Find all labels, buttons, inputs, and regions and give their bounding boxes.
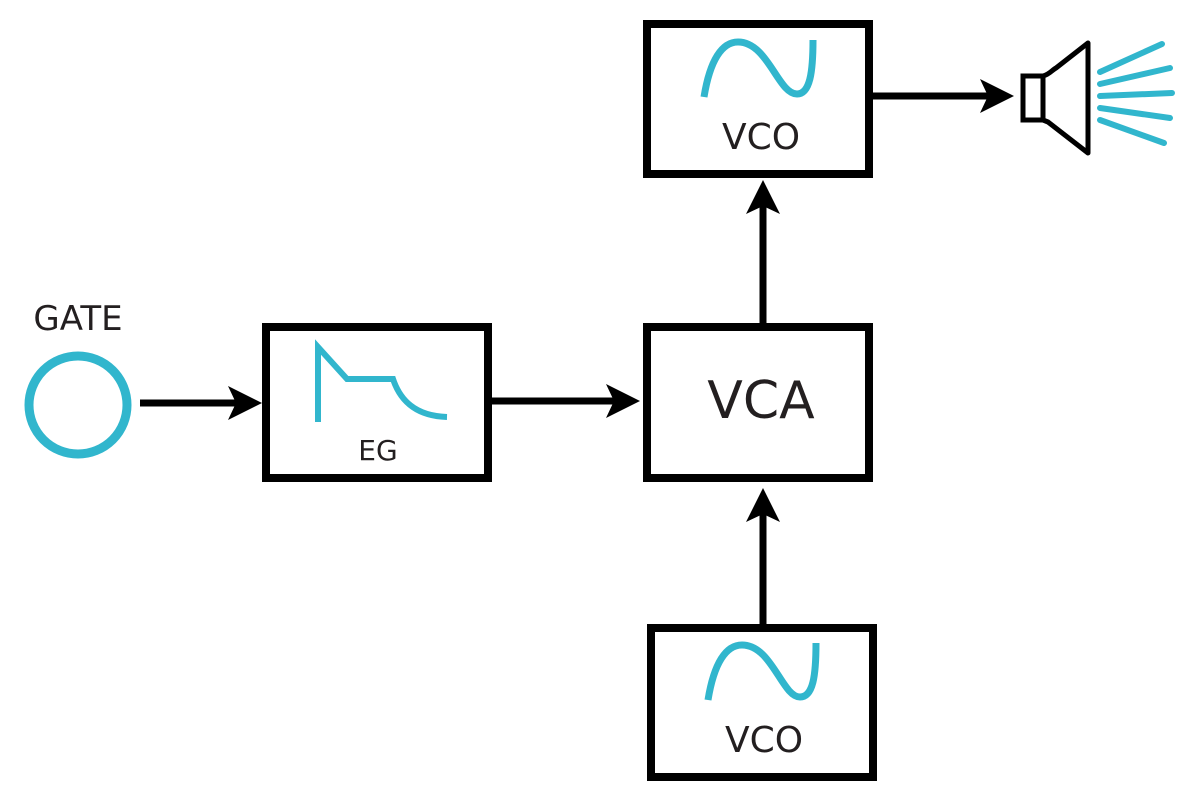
arrow-vco-to-speaker (873, 79, 1014, 113)
sine-wave-icon (704, 641, 820, 701)
vca-node: VCA (643, 323, 873, 482)
vco-top-node: VCO (643, 20, 873, 178)
arrow-vco-bottom-to-vca (746, 488, 780, 624)
envelope-curve-icon (315, 339, 448, 422)
gate-label: GATE (33, 299, 122, 339)
speaker-icon (1020, 40, 1175, 156)
sound-waves-icon (1097, 41, 1175, 146)
vco-top-label: VCO (722, 117, 800, 158)
gate-jack-icon (24, 351, 132, 459)
vca-label: VCA (707, 371, 815, 431)
eg-label: EG (358, 434, 397, 467)
sine-wave-icon (700, 38, 817, 98)
eg-node: EG (262, 323, 492, 482)
arrow-eg-to-vca (492, 384, 640, 418)
vco-bottom-node: VCO (647, 624, 877, 781)
gate-node: GATE (24, 299, 132, 459)
vco-bottom-label: VCO (725, 720, 803, 761)
arrow-vca-to-vco-top (746, 180, 780, 323)
arrow-gate-to-eg (140, 386, 262, 420)
